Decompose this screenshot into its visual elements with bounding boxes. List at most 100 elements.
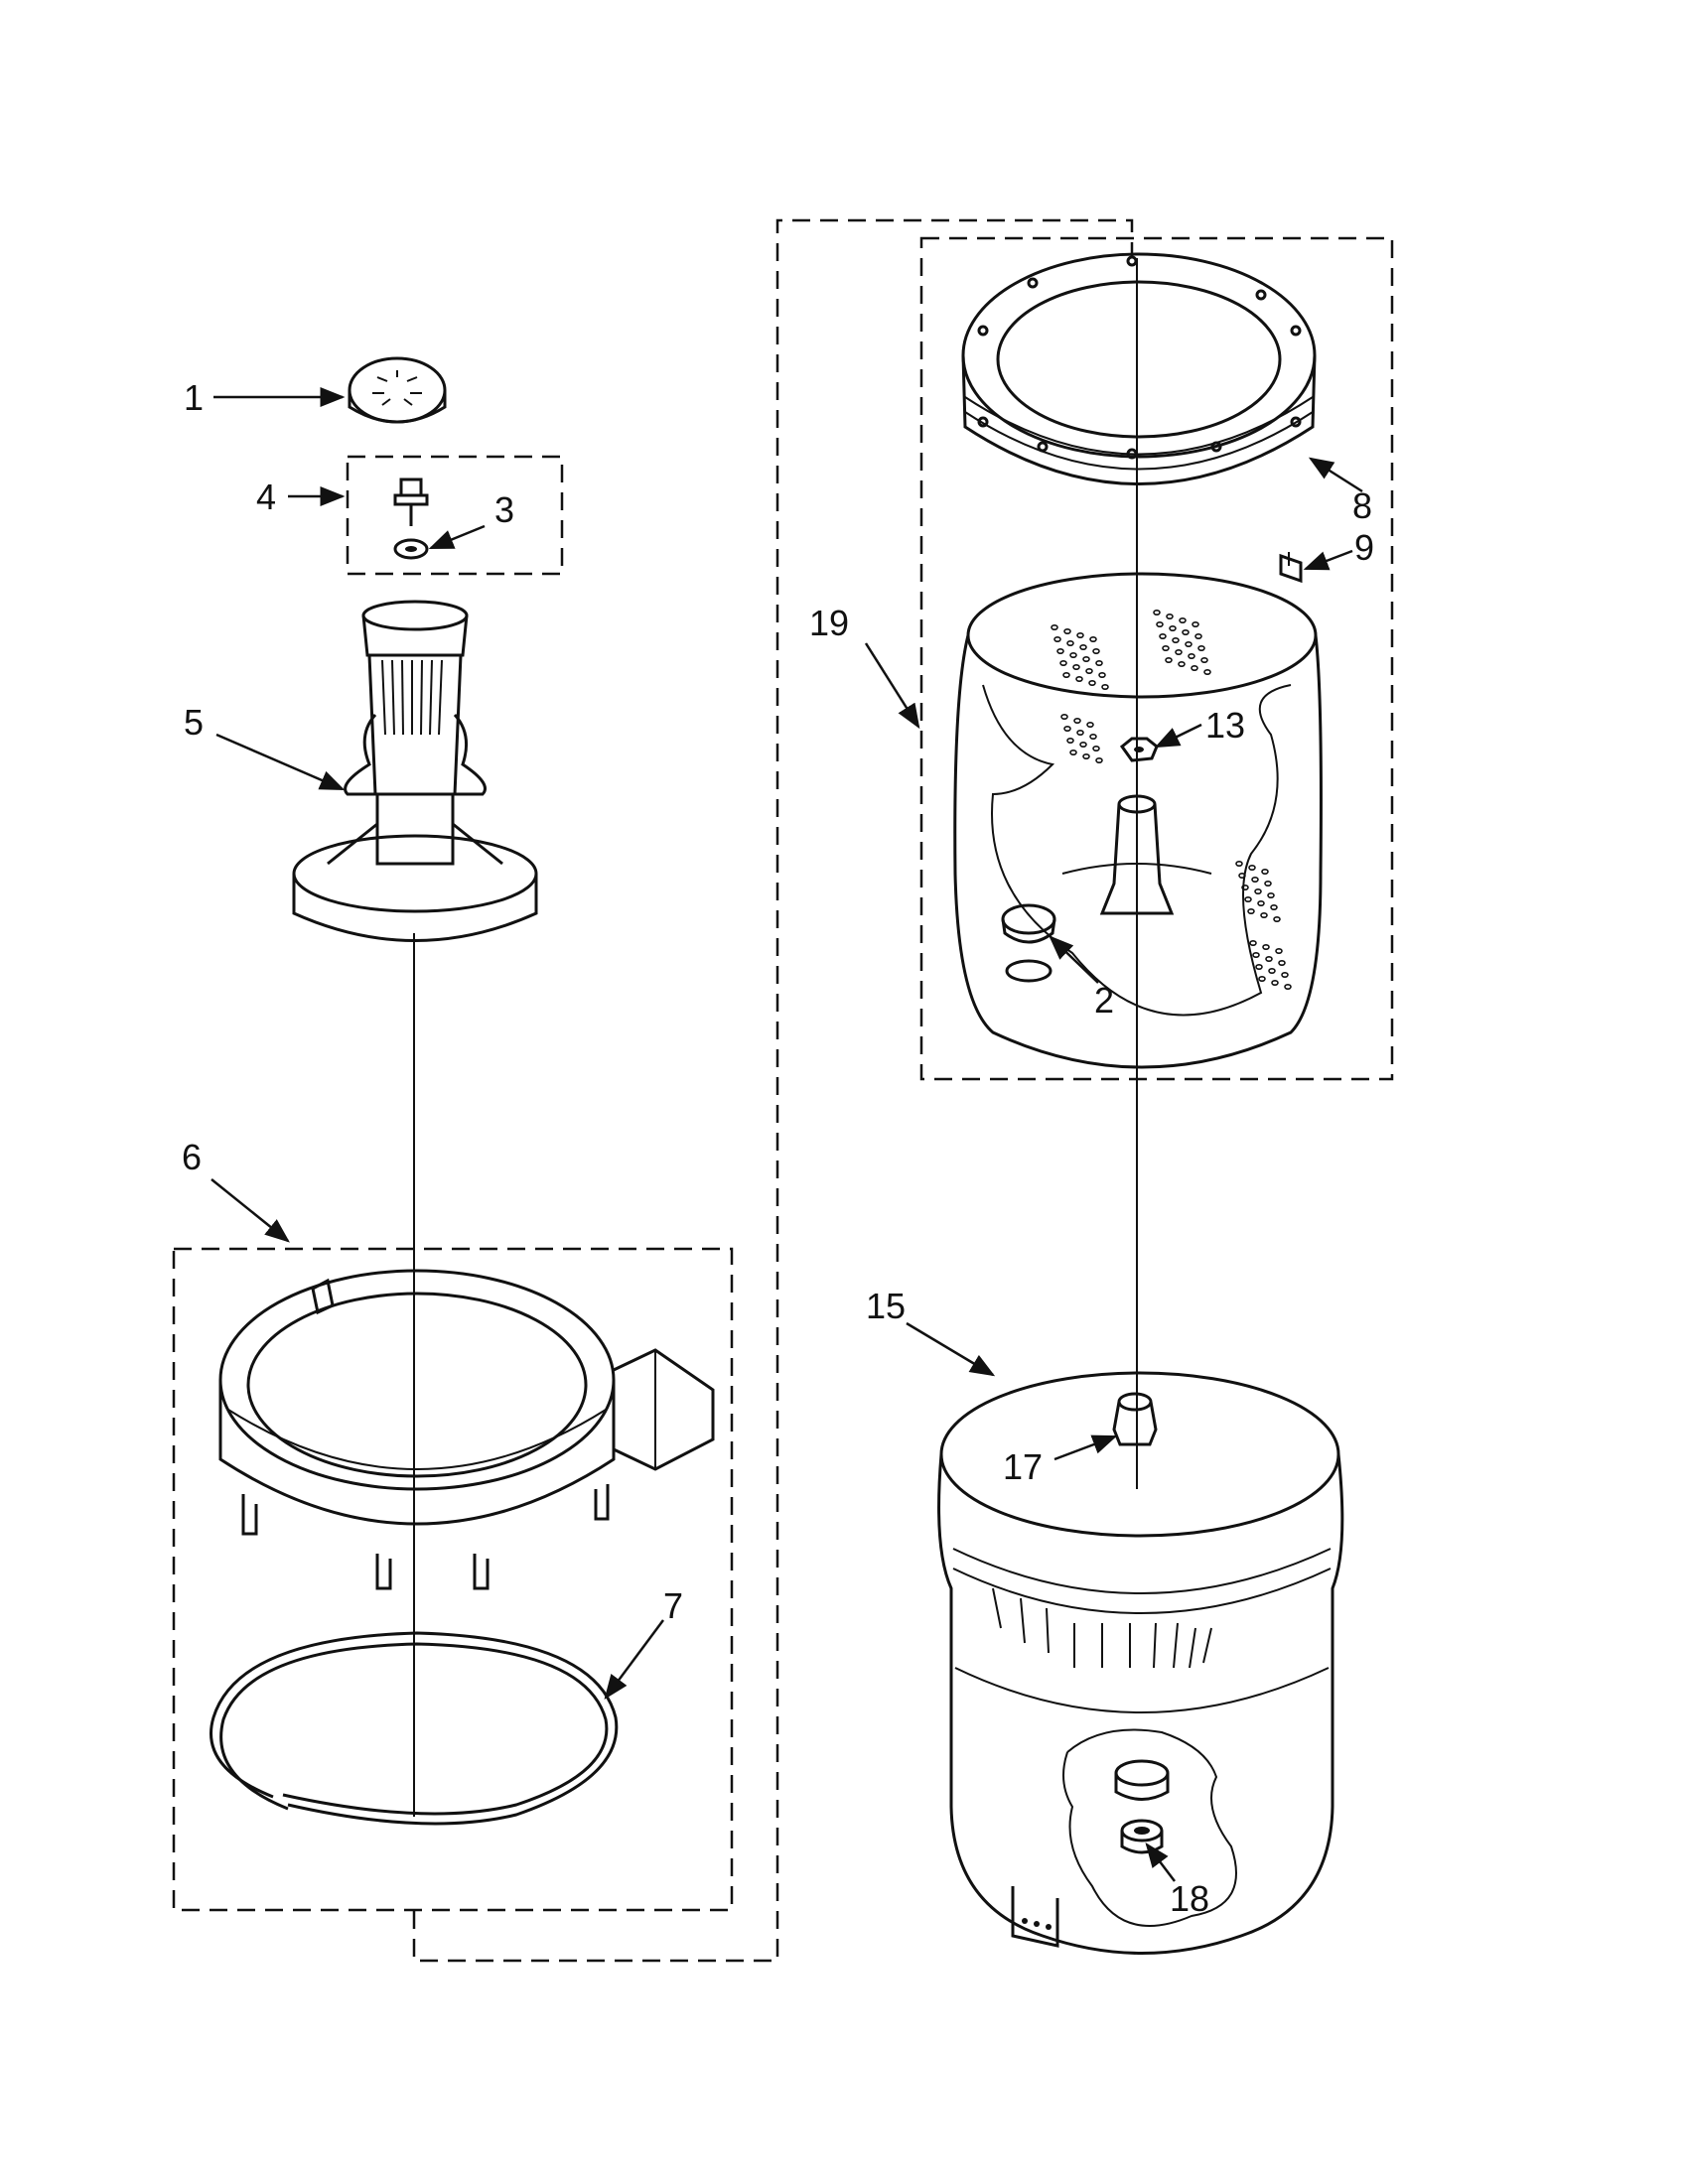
perforation-hole — [1251, 876, 1259, 883]
perforation-hole — [1095, 659, 1103, 666]
perforation-hole — [1095, 756, 1103, 763]
perforation-hole — [1235, 860, 1243, 867]
perforation-hole — [1185, 640, 1193, 647]
perforation-hole — [1101, 683, 1109, 690]
perforation-hole — [1241, 884, 1249, 890]
perforation-hole — [1284, 983, 1292, 990]
basket-assembly-icon — [919, 236, 1394, 1081]
washer-icon — [393, 538, 429, 560]
perforation-hole — [1082, 752, 1090, 759]
perforation-hole — [1159, 632, 1167, 639]
perforation-hole — [1098, 671, 1106, 678]
callout-2: 2 — [1094, 980, 1114, 1021]
perforation-hole — [1192, 620, 1199, 627]
perforation-hole — [1265, 955, 1273, 962]
callout-6: 6 — [182, 1137, 202, 1177]
callout-15: 15 — [866, 1286, 906, 1326]
perforation-hole — [1169, 624, 1177, 631]
perforation-hole — [1063, 725, 1071, 732]
perforation-hole — [1053, 635, 1061, 642]
callout-17: 17 — [1003, 1446, 1043, 1487]
callout-13: 13 — [1205, 705, 1245, 746]
perforation-hole — [1060, 713, 1068, 720]
perforation-hole — [1191, 664, 1198, 671]
perforation-hole — [1182, 628, 1190, 635]
perforation-hole — [1248, 864, 1256, 871]
perforation-hole — [1264, 880, 1272, 887]
callout-5: 5 — [184, 702, 204, 743]
perforation-hole — [1166, 613, 1174, 619]
perforation-hole — [1063, 627, 1071, 634]
perforation-hole — [1178, 660, 1186, 667]
perforation-hole — [1066, 737, 1074, 744]
perforation-hole — [1085, 667, 1093, 674]
perforation-hole — [1073, 717, 1081, 724]
perforation-hole — [1262, 943, 1270, 950]
perforation-hole — [1244, 895, 1252, 902]
callout-4: 4 — [256, 477, 276, 517]
perforation-hole — [1247, 907, 1255, 914]
perforation-hole — [1072, 663, 1080, 670]
nut-icon — [1119, 737, 1159, 762]
perforation-hole — [1092, 745, 1100, 751]
axis-lines — [412, 218, 1138, 1963]
perforation-hole — [1076, 729, 1084, 736]
perforation-hole — [1088, 679, 1096, 686]
perforation-hole — [1079, 643, 1087, 650]
callout-1: 1 — [184, 377, 204, 418]
perforation-hole — [1162, 644, 1170, 651]
perforation-hole — [1089, 635, 1097, 642]
perforation-hole — [1069, 651, 1077, 658]
perforation-hole — [1238, 872, 1246, 879]
callout-19: 19 — [809, 603, 849, 643]
perforation-hole — [1075, 675, 1083, 682]
perforation-hole — [1079, 741, 1087, 748]
callout-9: 9 — [1354, 527, 1374, 568]
callout-3: 3 — [494, 489, 514, 530]
perforation-hole — [1249, 939, 1257, 946]
agitator-icon — [292, 600, 538, 942]
clip-icon — [1279, 552, 1303, 584]
callout-18: 18 — [1170, 1878, 1209, 1919]
perforation-hole — [1271, 979, 1279, 986]
perforation-hole — [1261, 868, 1269, 875]
perforation-hole — [1089, 733, 1097, 740]
tub-ring-assembly-icon — [172, 1247, 734, 1912]
perforation-hole — [1179, 616, 1187, 623]
callout-labels: 1 4 3 5 6 7 8 9 19 13 2 15 17 18 — [182, 377, 1374, 1919]
perforation-hole — [1200, 656, 1208, 663]
perforation-hole — [1092, 647, 1100, 654]
bolt-assembly-icon — [346, 455, 564, 576]
perforation-hole — [1197, 644, 1205, 651]
perforation-hole — [1086, 721, 1094, 728]
agitator-cap-icon — [348, 356, 447, 424]
callout-7: 7 — [663, 1585, 683, 1626]
perforation-hole — [1069, 749, 1077, 755]
perforation-hole — [1066, 639, 1074, 646]
plug-icon — [1001, 903, 1056, 983]
perforation-hole — [1194, 632, 1202, 639]
seal-icon — [1120, 1819, 1164, 1854]
outer-tub-icon — [937, 1371, 1344, 1955]
perforation-hole — [1267, 891, 1275, 898]
perforation-hole — [1252, 951, 1260, 958]
perforation-hole — [1165, 656, 1173, 663]
perforation-holes — [1051, 609, 1292, 990]
perforation-hole — [1082, 655, 1090, 662]
perforation-hole — [1278, 959, 1286, 966]
perforation-hole — [1268, 967, 1276, 974]
perforation-hole — [1153, 609, 1161, 615]
perforation-hole — [1059, 659, 1067, 666]
callout-8: 8 — [1352, 485, 1372, 526]
perforation-hole — [1281, 971, 1289, 978]
perforation-hole — [1051, 623, 1058, 630]
bearing-icon — [1112, 1392, 1158, 1446]
perforation-hole — [1076, 631, 1084, 638]
balance-ring-icon — [961, 252, 1317, 485]
perforation-hole — [1062, 671, 1070, 678]
leader-arrows — [210, 387, 1363, 1882]
perforation-hole — [1273, 915, 1281, 922]
perforation-hole — [1156, 620, 1164, 627]
perforation-hole — [1255, 963, 1263, 970]
